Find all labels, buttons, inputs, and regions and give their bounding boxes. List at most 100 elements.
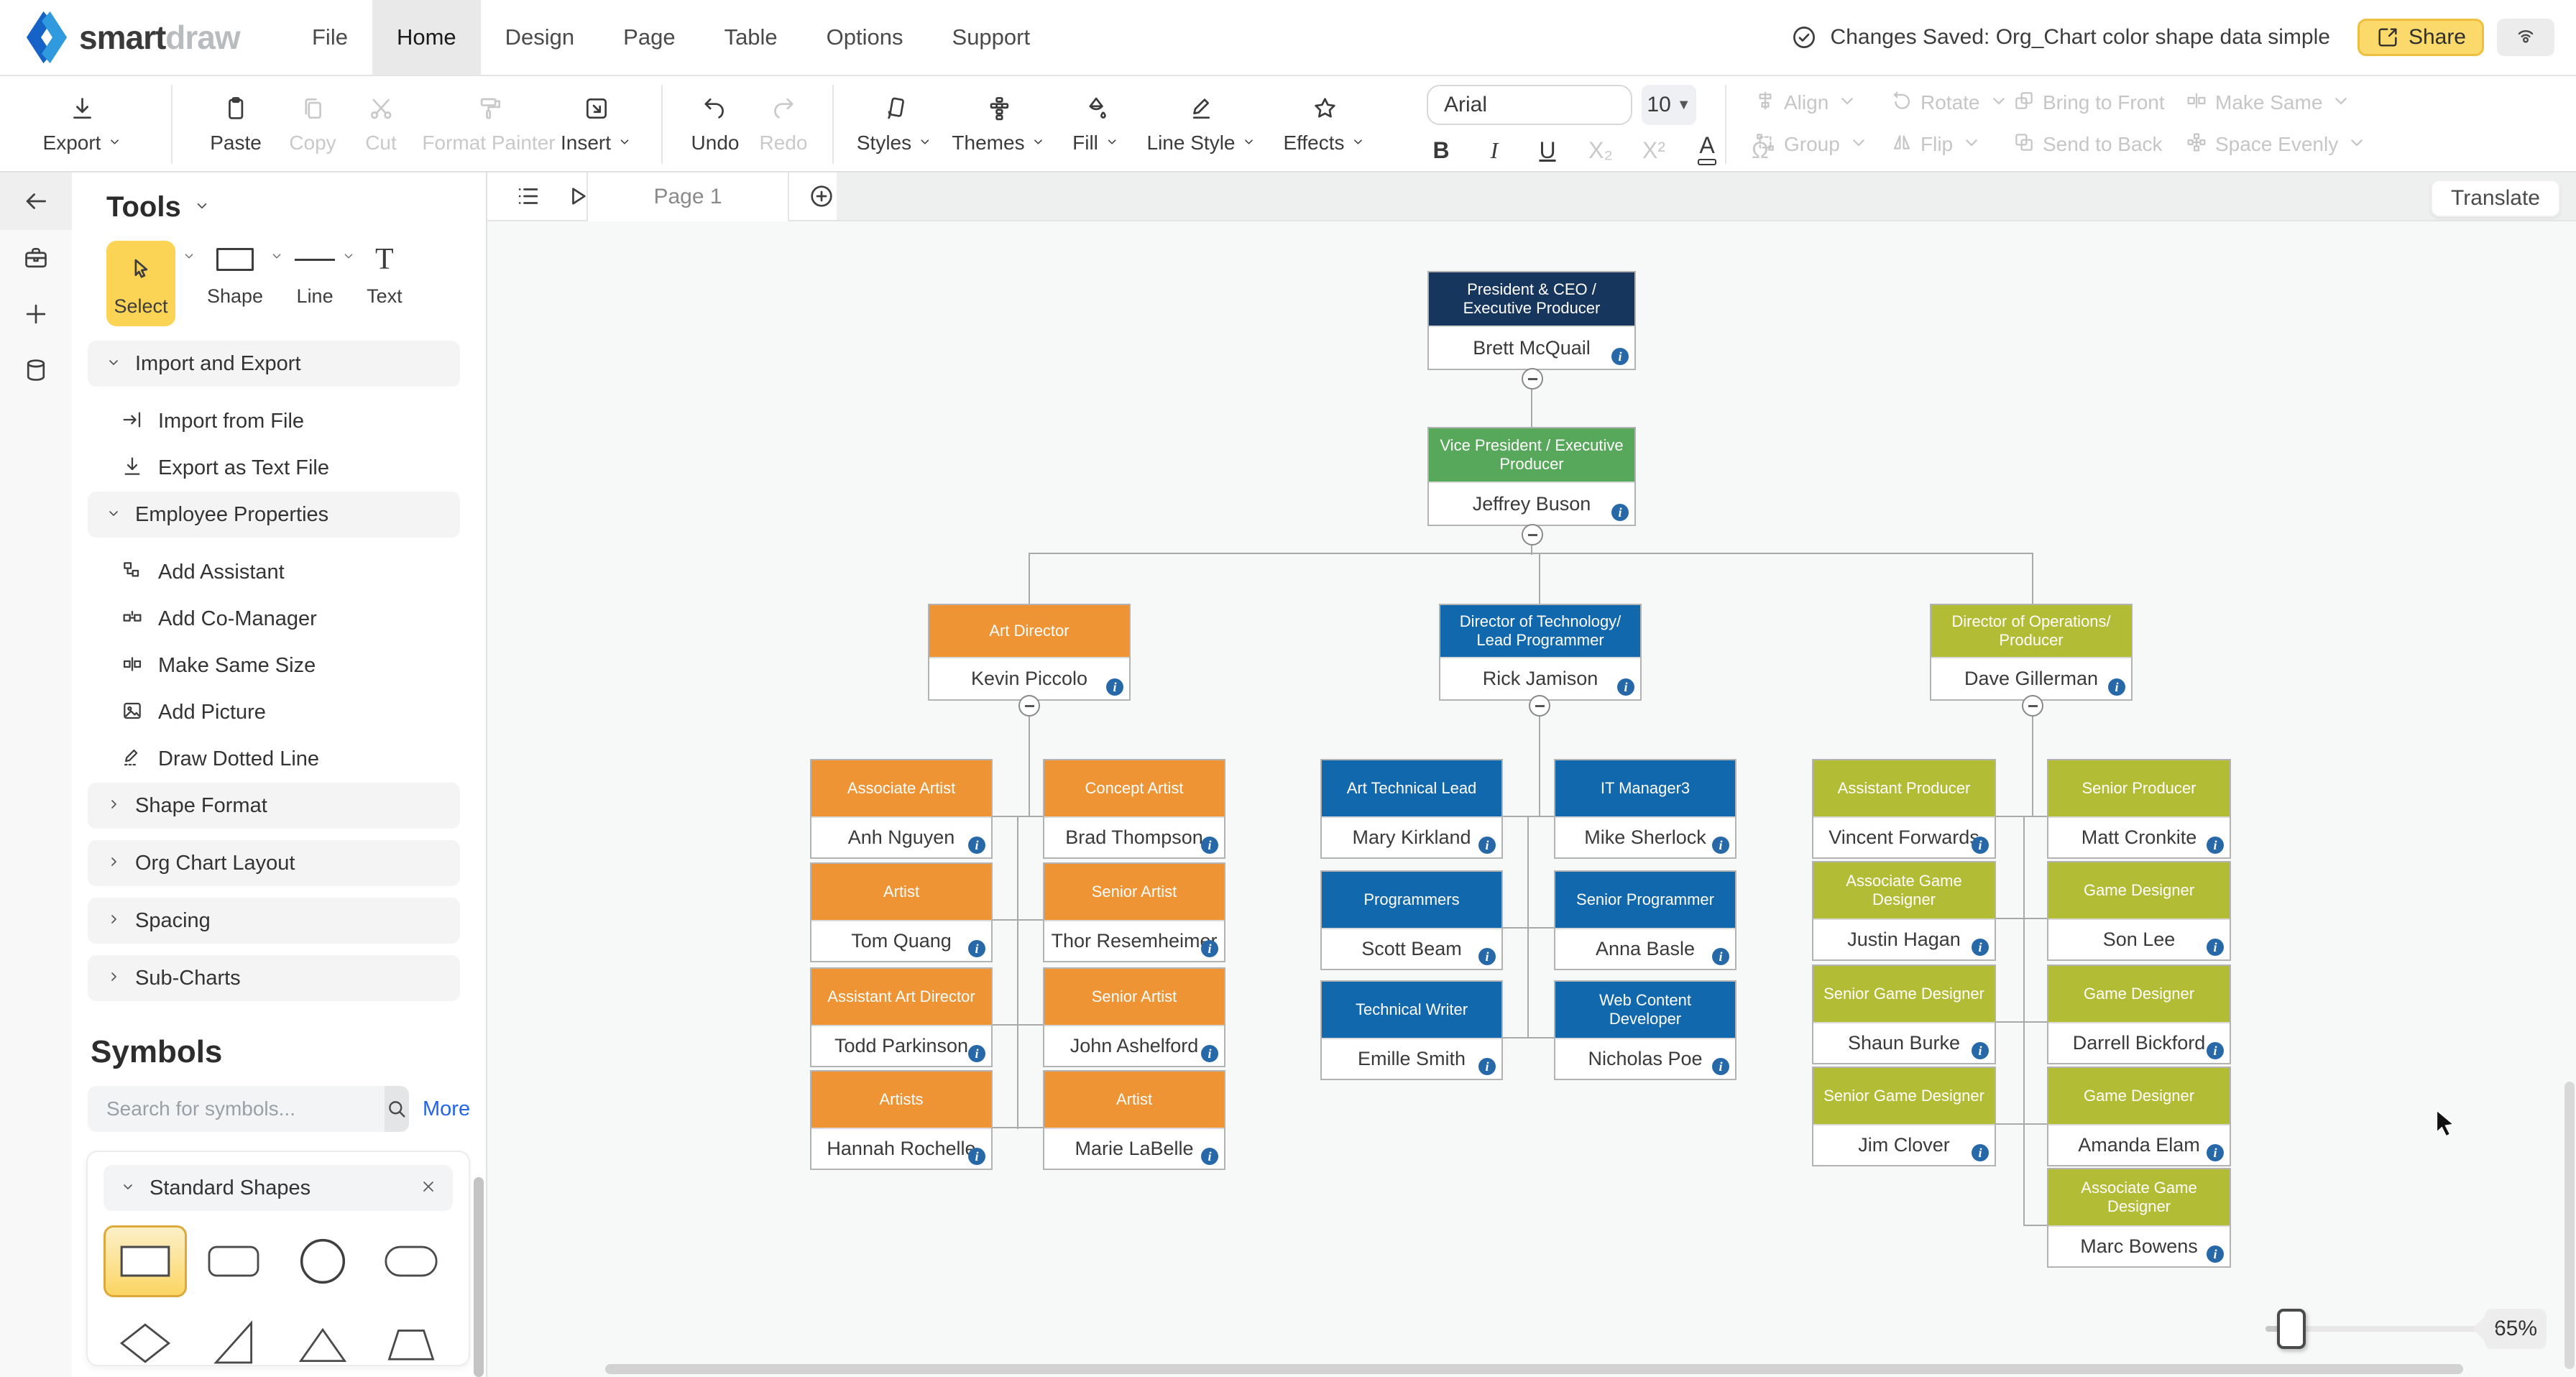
insert-button[interactable]: Insert	[561, 76, 632, 172]
symbol-diamond[interactable]	[104, 1307, 187, 1377]
info-icon[interactable]: i	[968, 1045, 985, 1062]
info-icon[interactable]: i	[1611, 348, 1629, 365]
more-symbols-link[interactable]: More+	[423, 1097, 472, 1121]
make-same-button[interactable]: Make Same	[2185, 89, 2350, 117]
superscript-button[interactable]: X²	[1642, 137, 1665, 163]
undo-button[interactable]: Undo	[691, 76, 739, 172]
info-icon[interactable]: i	[2207, 837, 2224, 854]
info-icon[interactable]: i	[2207, 1245, 2224, 1263]
symbol-stadium[interactable]	[369, 1225, 453, 1297]
effects-button[interactable]: Effects	[1283, 76, 1366, 172]
play-icon[interactable]	[564, 183, 591, 213]
info-icon[interactable]: i	[1478, 948, 1496, 965]
page-tab[interactable]: Page 1	[586, 172, 789, 221]
sidebar-item-add-picture[interactable]: Add Picture	[88, 689, 472, 736]
group-button[interactable]: Group	[1754, 131, 1890, 159]
info-icon[interactable]: i	[1106, 678, 1123, 696]
collapse-branch-icon[interactable]	[1522, 368, 1543, 390]
collapse-branch-icon[interactable]	[1522, 524, 1543, 545]
info-icon[interactable]: i	[1617, 678, 1634, 696]
tool-shape[interactable]: Shape	[207, 241, 263, 308]
info-icon[interactable]: i	[1201, 1148, 1218, 1165]
tool-line[interactable]: Line	[295, 241, 336, 308]
info-icon[interactable]: i	[968, 940, 985, 957]
presentation-view-button[interactable]	[2497, 19, 2554, 56]
chevron-down-icon[interactable]	[269, 248, 285, 267]
menu-item-options[interactable]: Options	[826, 24, 903, 50]
info-icon[interactable]: i	[1972, 837, 1989, 854]
data-rail-button[interactable]	[0, 342, 72, 398]
info-icon[interactable]: i	[2207, 1042, 2224, 1059]
sidebar-item-import-from-file[interactable]: Import from File	[88, 398, 472, 445]
line-style-button[interactable]: Line Style	[1147, 76, 1257, 172]
rotate-button[interactable]: Rotate	[1890, 89, 2012, 117]
zoom-slider-handle[interactable]	[2277, 1309, 2306, 1349]
info-icon[interactable]: i	[1478, 1058, 1496, 1075]
align-button[interactable]: Align	[1754, 89, 1890, 117]
sidebar-scrollbar[interactable]	[472, 172, 486, 1377]
horizontal-scrollbar[interactable]	[605, 1364, 2463, 1374]
info-icon[interactable]: i	[1972, 1042, 1989, 1059]
section-shape-format[interactable]: Shape Format	[88, 783, 460, 829]
tool-select[interactable]: Select	[106, 241, 175, 326]
export-button[interactable]: Export	[43, 76, 123, 172]
vertical-scrollbar[interactable]	[2564, 1082, 2575, 1369]
info-icon[interactable]: i	[2207, 939, 2224, 956]
collapse-branch-icon[interactable]	[1529, 695, 1550, 717]
menu-item-support[interactable]: Support	[952, 24, 1031, 50]
info-icon[interactable]: i	[968, 837, 985, 854]
add-page-button[interactable]	[808, 183, 835, 213]
redo-button[interactable]: Redo	[760, 76, 807, 172]
tool-text[interactable]: T Text	[367, 241, 402, 308]
menu-item-file[interactable]: File	[312, 24, 348, 50]
section-spacing[interactable]: Spacing	[88, 898, 460, 944]
menu-item-design[interactable]: Design	[505, 24, 575, 50]
symbol-right-triangle[interactable]	[192, 1307, 275, 1377]
special-character-button[interactable]: Ω	[1752, 137, 1769, 163]
info-icon[interactable]: i	[1611, 504, 1629, 521]
font-size-select[interactable]: 10▼	[1642, 85, 1696, 125]
info-icon[interactable]: i	[1478, 837, 1496, 854]
copy-button[interactable]: Copy	[289, 76, 336, 172]
font-color-button[interactable]: A	[1693, 134, 1721, 165]
sidebar-item-make-same-size[interactable]: Make Same Size	[88, 643, 472, 689]
collapse-branch-icon[interactable]	[1018, 695, 1040, 717]
flip-button[interactable]: Flip	[1890, 131, 2012, 159]
back-button[interactable]	[0, 172, 72, 230]
symbol-rectangle[interactable]	[103, 1225, 187, 1297]
symbol-triangle[interactable]	[281, 1307, 364, 1377]
bring-to-front-button[interactable]: Bring to Front	[2012, 89, 2185, 117]
info-icon[interactable]: i	[1712, 948, 1729, 965]
sidebar-item-draw-dotted-line[interactable]: Draw Dotted Line	[88, 736, 472, 783]
menu-item-table[interactable]: Table	[724, 24, 778, 50]
search-button[interactable]	[385, 1086, 409, 1132]
space-evenly-button[interactable]: Space Evenly	[2185, 131, 2363, 159]
format-painter-button[interactable]: Format Painter	[422, 76, 556, 172]
font-family-select[interactable]: Arial	[1427, 85, 1632, 125]
symbol-search-input[interactable]	[88, 1086, 385, 1132]
paste-button[interactable]: Paste	[210, 76, 262, 172]
italic-button[interactable]: I	[1490, 137, 1499, 163]
underline-button[interactable]: U	[1539, 137, 1556, 163]
info-icon[interactable]: i	[1201, 837, 1218, 854]
subscript-button[interactable]: X₂	[1588, 137, 1613, 163]
info-icon[interactable]: i	[1201, 1045, 1218, 1062]
section-sub-charts[interactable]: Sub-Charts	[88, 955, 460, 1001]
